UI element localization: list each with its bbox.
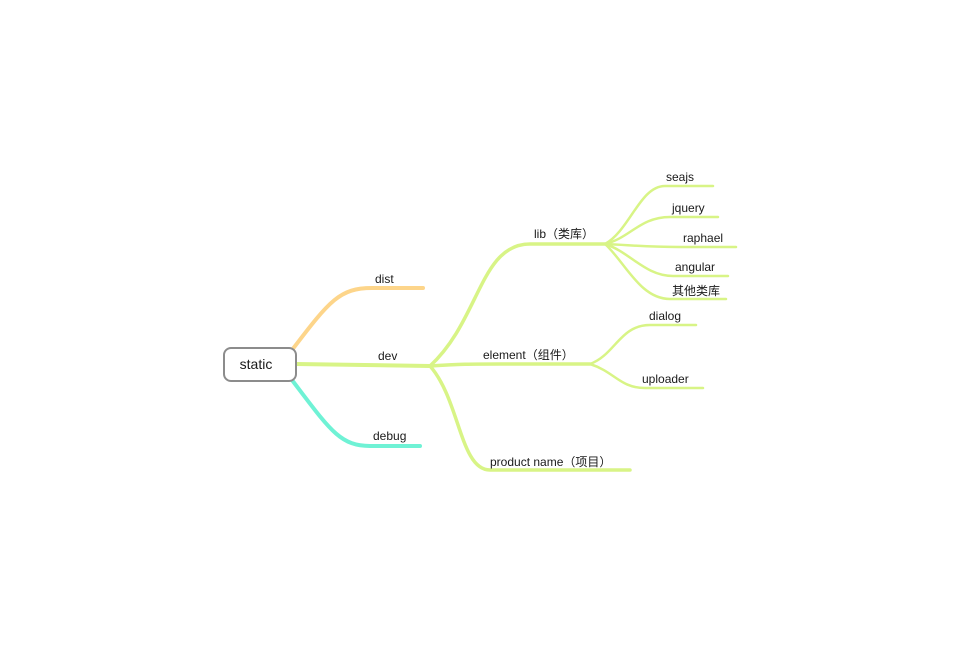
node-dialog-label[interactable]: dialog — [649, 309, 681, 323]
connector-uploader — [588, 362, 705, 390]
connector-seajs — [603, 184, 715, 246]
connector-raphael — [603, 242, 738, 249]
connector-element — [428, 362, 592, 368]
connector-jquery — [603, 215, 720, 246]
node-uploader-label[interactable]: uploader — [642, 372, 689, 386]
node-raphael-label[interactable]: raphael — [683, 231, 723, 245]
node-angular-label[interactable]: angular — [675, 260, 715, 274]
root-node-box — [223, 347, 297, 382]
connector-dev — [294, 362, 432, 368]
node-dist-label[interactable]: dist — [375, 272, 394, 286]
connectors — [290, 184, 738, 472]
root-node-label: static — [240, 356, 273, 372]
node-product-label[interactable]: product name（项目） — [490, 455, 611, 469]
connector-dist — [290, 286, 425, 352]
node-element-label[interactable]: element（组件） — [483, 348, 574, 362]
root-node[interactable]: static — [223, 347, 297, 382]
connector-dialog — [588, 323, 698, 366]
connector-debug — [290, 378, 422, 448]
node-debug-label[interactable]: debug — [373, 429, 406, 443]
node-lib-label[interactable]: lib（类库） — [534, 226, 594, 241]
node-seajs-label[interactable]: seajs — [666, 170, 694, 184]
connector-lib — [428, 242, 607, 368]
node-other-libs-label[interactable]: 其他类库 — [672, 283, 720, 298]
connector-angular — [603, 242, 730, 278]
node-dev-label[interactable]: dev — [378, 349, 397, 363]
connector-product — [428, 364, 632, 472]
connector-other-libs — [603, 242, 728, 301]
node-jquery-label[interactable]: jquery — [671, 201, 705, 215]
